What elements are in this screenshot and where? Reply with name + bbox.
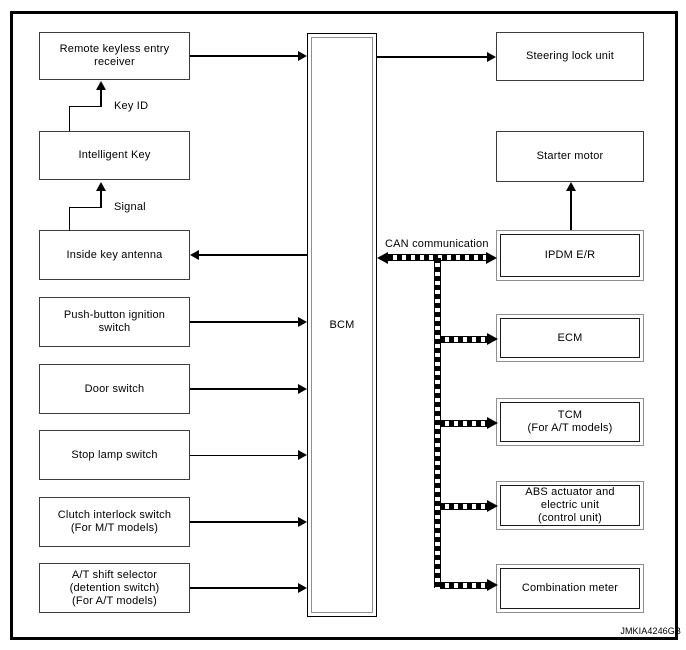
arrowhead-at-shift-to-bcm	[298, 583, 307, 593]
can-branch-line-abs	[440, 502, 487, 510]
label-signal: Signal	[114, 201, 146, 213]
can-arrowhead-to-tcm	[487, 417, 498, 429]
box-steering-lock-unit: Steering lock unit	[496, 32, 644, 81]
elbow-signal-segment-up	[68, 207, 70, 231]
box-label: Door switch	[84, 382, 145, 395]
box-door-switch: Door switch	[39, 364, 190, 414]
box-label: TCM (For A/T models)	[527, 409, 613, 434]
can-branch-line-combination-meter	[440, 581, 487, 589]
arrow-line-clutch-interlock-to-bcm	[190, 521, 298, 523]
box-label: ECM	[557, 331, 583, 344]
can-branch-line-ecm	[440, 335, 487, 343]
box-label: IPDM E/R	[544, 249, 596, 261]
box-starter-motor: Starter motor	[496, 131, 644, 182]
elbow-signal-segment-final	[100, 190, 102, 208]
box-ipdm-er: IPDM E/R	[496, 230, 644, 281]
box-abs-actuator-inner: ABS actuator and electric unit (control …	[500, 485, 640, 526]
arrowhead-remote-to-bcm	[298, 51, 307, 61]
arrowhead-keyid-to-remote	[95, 80, 106, 90]
box-label: Stop lamp switch	[71, 448, 158, 461]
arrow-line-ipdm-to-starter	[570, 191, 572, 230]
elbow-keyid-segment-across	[68, 105, 102, 107]
arrowhead-clutch-interlock-to-bcm	[298, 517, 307, 527]
can-branch-line-tcm	[440, 419, 487, 427]
box-bcm-inner: BCM	[311, 37, 373, 613]
box-remote-keyless-entry-receiver: Remote keyless entry receiver	[39, 32, 190, 80]
box-label: Clutch interlock switch (For M/T models)	[57, 509, 172, 534]
arrowhead-bcm-to-inside-key-antenna	[190, 250, 199, 260]
elbow-keyid-segment-final	[100, 89, 102, 107]
box-stop-lamp-switch: Stop lamp switch	[39, 430, 190, 480]
arrowhead-door-switch-to-bcm	[298, 384, 307, 394]
box-label: Combination meter	[521, 582, 619, 594]
arrow-line-bcm-to-inside-key-antenna	[199, 254, 307, 256]
box-combination-meter-inner: Combination meter	[500, 568, 640, 609]
elbow-keyid-segment-up	[68, 106, 70, 131]
box-label: Starter motor	[536, 150, 604, 162]
arrowhead-ipdm-to-starter	[566, 182, 576, 191]
can-arrowhead-to-ipdm	[486, 251, 497, 264]
box-ecm-inner: ECM	[500, 318, 640, 358]
box-label: Push-button ignition switch	[63, 309, 166, 334]
box-label: Steering lock unit	[526, 50, 614, 62]
box-ipdm-er-inner: IPDM E/R	[500, 234, 640, 277]
can-arrowhead-to-combination-meter	[487, 579, 498, 591]
label-can-communication: CAN communication	[385, 238, 489, 250]
box-intelligent-key: Intelligent Key	[39, 131, 190, 180]
box-tcm-inner: TCM (For A/T models)	[500, 402, 640, 442]
box-clutch-interlock-switch: Clutch interlock switch (For M/T models)	[39, 497, 190, 547]
can-arrowhead-to-ecm	[487, 333, 498, 345]
arrowhead-stop-lamp-to-bcm	[298, 450, 307, 460]
arrow-line-stop-lamp-to-bcm	[190, 454, 298, 456]
box-abs-actuator: ABS actuator and electric unit (control …	[496, 481, 644, 530]
diagram-frame	[10, 11, 678, 640]
can-arrowhead-to-bcm	[377, 251, 388, 264]
box-label: A/T shift selector (detention switch) (F…	[69, 568, 160, 607]
arrow-line-remote-to-bcm	[190, 55, 298, 57]
box-ecm: ECM	[496, 314, 644, 362]
can-arrowhead-to-abs	[487, 500, 498, 512]
arrowhead-signal-to-intelligent-key	[95, 181, 106, 191]
box-bcm: BCM	[307, 33, 377, 617]
box-label: Inside key antenna	[66, 248, 163, 261]
box-tcm: TCM (For A/T models)	[496, 398, 644, 446]
box-label: ABS actuator and electric unit (control …	[525, 486, 615, 524]
figure-code-watermark: JMKIA4246GB	[620, 626, 681, 636]
box-label: Intelligent Key	[78, 149, 151, 161]
arrow-line-push-button-to-bcm	[190, 321, 298, 323]
box-combination-meter: Combination meter	[496, 564, 644, 613]
arrowhead-push-button-to-bcm	[298, 317, 307, 327]
box-at-shift-selector: A/T shift selector (detention switch) (F…	[39, 563, 190, 613]
arrow-line-bcm-to-steering-lock	[377, 56, 487, 58]
box-label: BCM	[329, 318, 355, 331]
label-key-id: Key ID	[114, 100, 149, 112]
box-label: Remote keyless entry receiver	[59, 43, 170, 68]
arrow-line-door-switch-to-bcm	[190, 388, 298, 390]
box-inside-key-antenna: Inside key antenna	[39, 230, 190, 280]
arrowhead-bcm-to-steering-lock	[487, 52, 496, 62]
box-push-button-ignition-switch: Push-button ignition switch	[39, 297, 190, 347]
arrow-line-at-shift-to-bcm	[190, 587, 298, 589]
elbow-signal-segment-across	[68, 206, 102, 208]
